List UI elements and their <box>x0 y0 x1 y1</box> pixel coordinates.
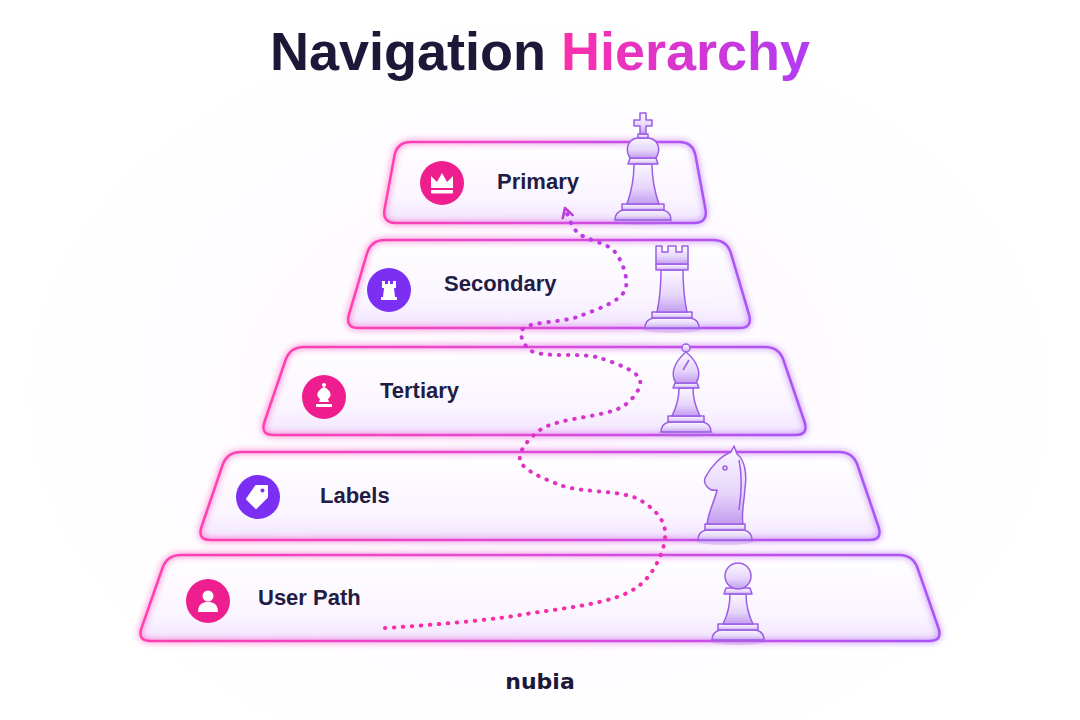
icon-disc <box>236 475 280 519</box>
band-icons <box>186 161 464 623</box>
tag-glyph-hole <box>261 489 265 493</box>
piece-ring <box>668 416 704 422</box>
piece-slit <box>683 360 689 370</box>
band-border <box>384 142 706 223</box>
band-fill <box>140 555 939 641</box>
crown-icon <box>420 161 464 205</box>
band-outline <box>135 553 945 643</box>
user-icon <box>186 579 230 623</box>
band-border <box>200 452 879 540</box>
diagram-title: Navigation Hierarchy <box>270 20 810 82</box>
band-border <box>348 240 750 328</box>
piece-body <box>657 270 687 312</box>
icon-disc <box>302 375 346 419</box>
piece-base <box>661 422 711 432</box>
bishop-icon <box>302 375 346 419</box>
icon-disc <box>186 579 230 623</box>
band-border <box>263 347 805 435</box>
band-border <box>140 555 939 641</box>
hierarchy-band: User Path <box>135 553 945 643</box>
piece-base <box>712 630 764 640</box>
band-label: Tertiary <box>380 378 459 404</box>
piece-eye <box>723 466 727 470</box>
piece-collar <box>628 158 658 164</box>
piece-ring <box>705 524 745 530</box>
band-fill <box>384 142 706 223</box>
crown-glyph <box>431 173 453 188</box>
piece-head <box>725 563 751 589</box>
piece-crown <box>627 138 658 158</box>
piece-mane <box>739 460 741 510</box>
piece-top <box>682 344 690 352</box>
piece-base <box>615 210 671 220</box>
piece-cross <box>634 113 652 134</box>
piece-battlement <box>656 246 688 264</box>
piece-collar <box>656 264 688 270</box>
band-fill <box>263 347 805 435</box>
brand-mark: nubia <box>505 669 574 694</box>
rook-glyph <box>381 281 397 300</box>
band-label: Primary <box>497 169 579 195</box>
tag-glyph <box>247 486 267 508</box>
icon-disc <box>367 268 411 312</box>
user-glyph-head <box>203 591 214 602</box>
title-row: Navigation Hierarchy <box>0 20 1080 82</box>
piece-ring <box>652 312 692 318</box>
band-fill <box>200 452 879 540</box>
rook-icon <box>367 268 411 312</box>
bishop-glyph <box>316 387 332 407</box>
piece-ring <box>622 204 664 210</box>
bishop-glyph-top <box>322 383 326 387</box>
crown-glyph-base <box>431 190 453 194</box>
band-label: Secondary <box>444 271 557 297</box>
band-outline <box>195 450 885 542</box>
piece-ring <box>718 624 758 630</box>
band-label: User Path <box>258 585 361 611</box>
hierarchy-band: Labels <box>195 450 885 542</box>
tag-icon <box>236 475 280 519</box>
band-fill <box>348 240 750 328</box>
piece-base <box>698 530 752 540</box>
icon-disc <box>420 161 464 205</box>
user-glyph-body <box>198 602 218 612</box>
band-label: Labels <box>320 483 390 509</box>
piece-base <box>645 318 699 328</box>
